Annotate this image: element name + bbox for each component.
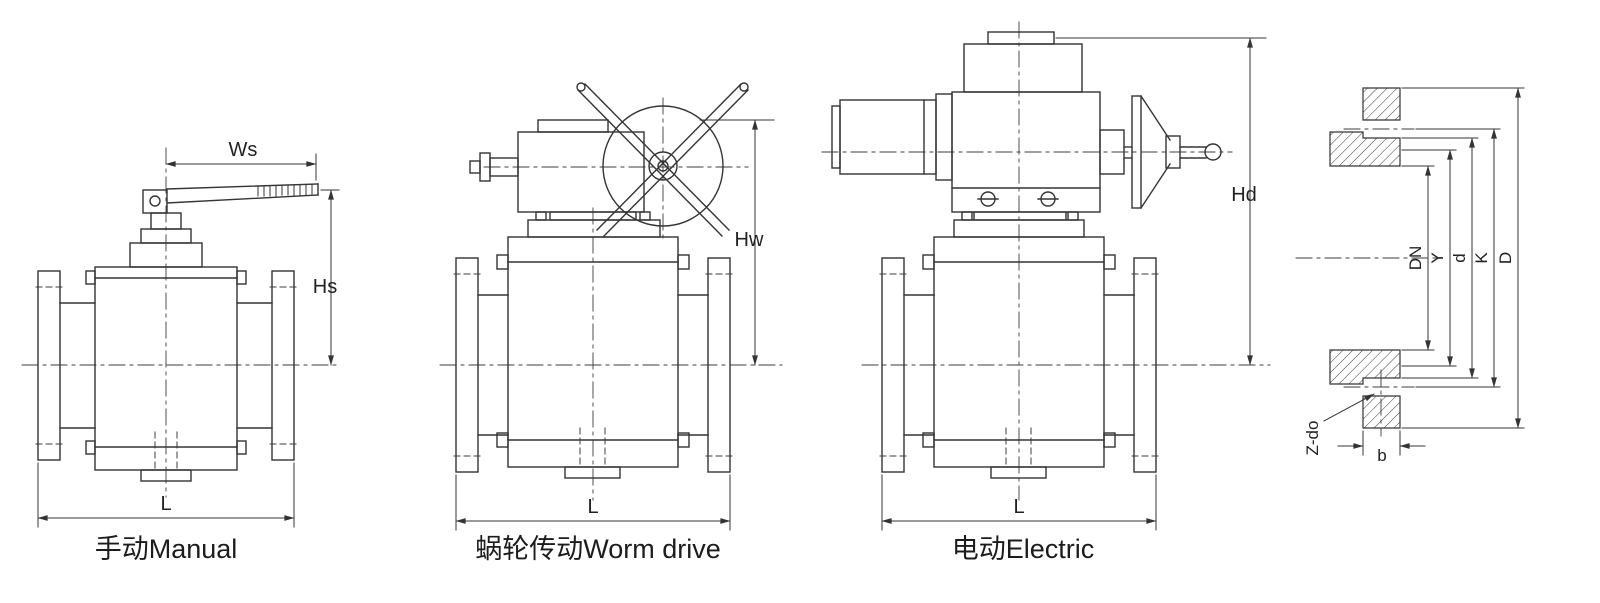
flange-dim-d-small: d [1401,137,1479,379]
worm-dim-hw: Hw [699,119,775,366]
dim-label-l-manual: L [160,493,171,515]
manual-centerlines [21,147,339,498]
flange-dim-zdo: Z-do [1303,393,1375,456]
dim-label-dn: DN [1406,246,1425,271]
dim-label-y: Y [1428,252,1447,263]
electric-handwheel [1099,95,1222,209]
worm-valve-view: Hw L 蜗轮传动Worm drive [439,82,783,564]
electric-dim-l: L [881,474,1157,531]
worm-dim-l: L [455,474,731,531]
manual-valve-body [85,266,247,482]
electric-valve-view: Hd L 电动Electric [821,21,1271,564]
worm-gearbox [469,119,661,238]
dim-label-hw: Hw [735,229,764,251]
dim-label-zdo: Z-do [1303,421,1322,456]
flange-dim-k: K [1415,128,1501,388]
flange-section-body [1295,87,1441,437]
worm-handwheel [576,82,749,237]
manual-dim-l: L [37,462,295,528]
electric-motor [831,93,953,181]
dim-label-hs: Hs [313,276,337,298]
electric-dim-hd: Hd [1055,37,1267,366]
dim-label-l-electric: L [1013,496,1024,518]
electric-left-flange [879,257,935,473]
electric-actuator [951,31,1101,238]
dim-label-l-worm: L [587,496,598,518]
caption-manual: 手动Manual [95,534,238,564]
manual-left-flange [35,270,96,461]
electric-right-flange [1103,257,1159,473]
caption-worm: 蜗轮传动Worm drive [475,534,721,564]
electric-centerlines [821,21,1271,501]
manual-right-flange [236,270,297,461]
worm-centerlines [439,97,783,501]
flange-dim-y: Y [1401,149,1457,367]
dim-label-b: b [1377,446,1386,465]
dim-label-hd: Hd [1231,184,1257,206]
flange-dim-b: b [1337,430,1426,465]
manual-valve-view: Ws Hs L 手动Manual [21,139,340,564]
dim-label-ws: Ws [229,139,258,161]
dim-label-d-big: D [1496,252,1515,264]
manual-dim-ws: Ws [165,139,317,181]
dim-label-d-small: d [1450,253,1469,262]
manual-dim-hs: Hs [313,189,340,366]
flange-section-view: DN Y d K [1295,87,1525,465]
worm-left-flange [453,257,509,473]
flange-dim-dn: DN [1401,165,1435,351]
manual-stem-and-lever [129,183,319,268]
dim-label-k: K [1472,252,1491,264]
worm-right-flange [677,257,733,473]
caption-electric: 电动Electric [952,534,1095,564]
flange-dim-d-big: D [1401,87,1525,429]
